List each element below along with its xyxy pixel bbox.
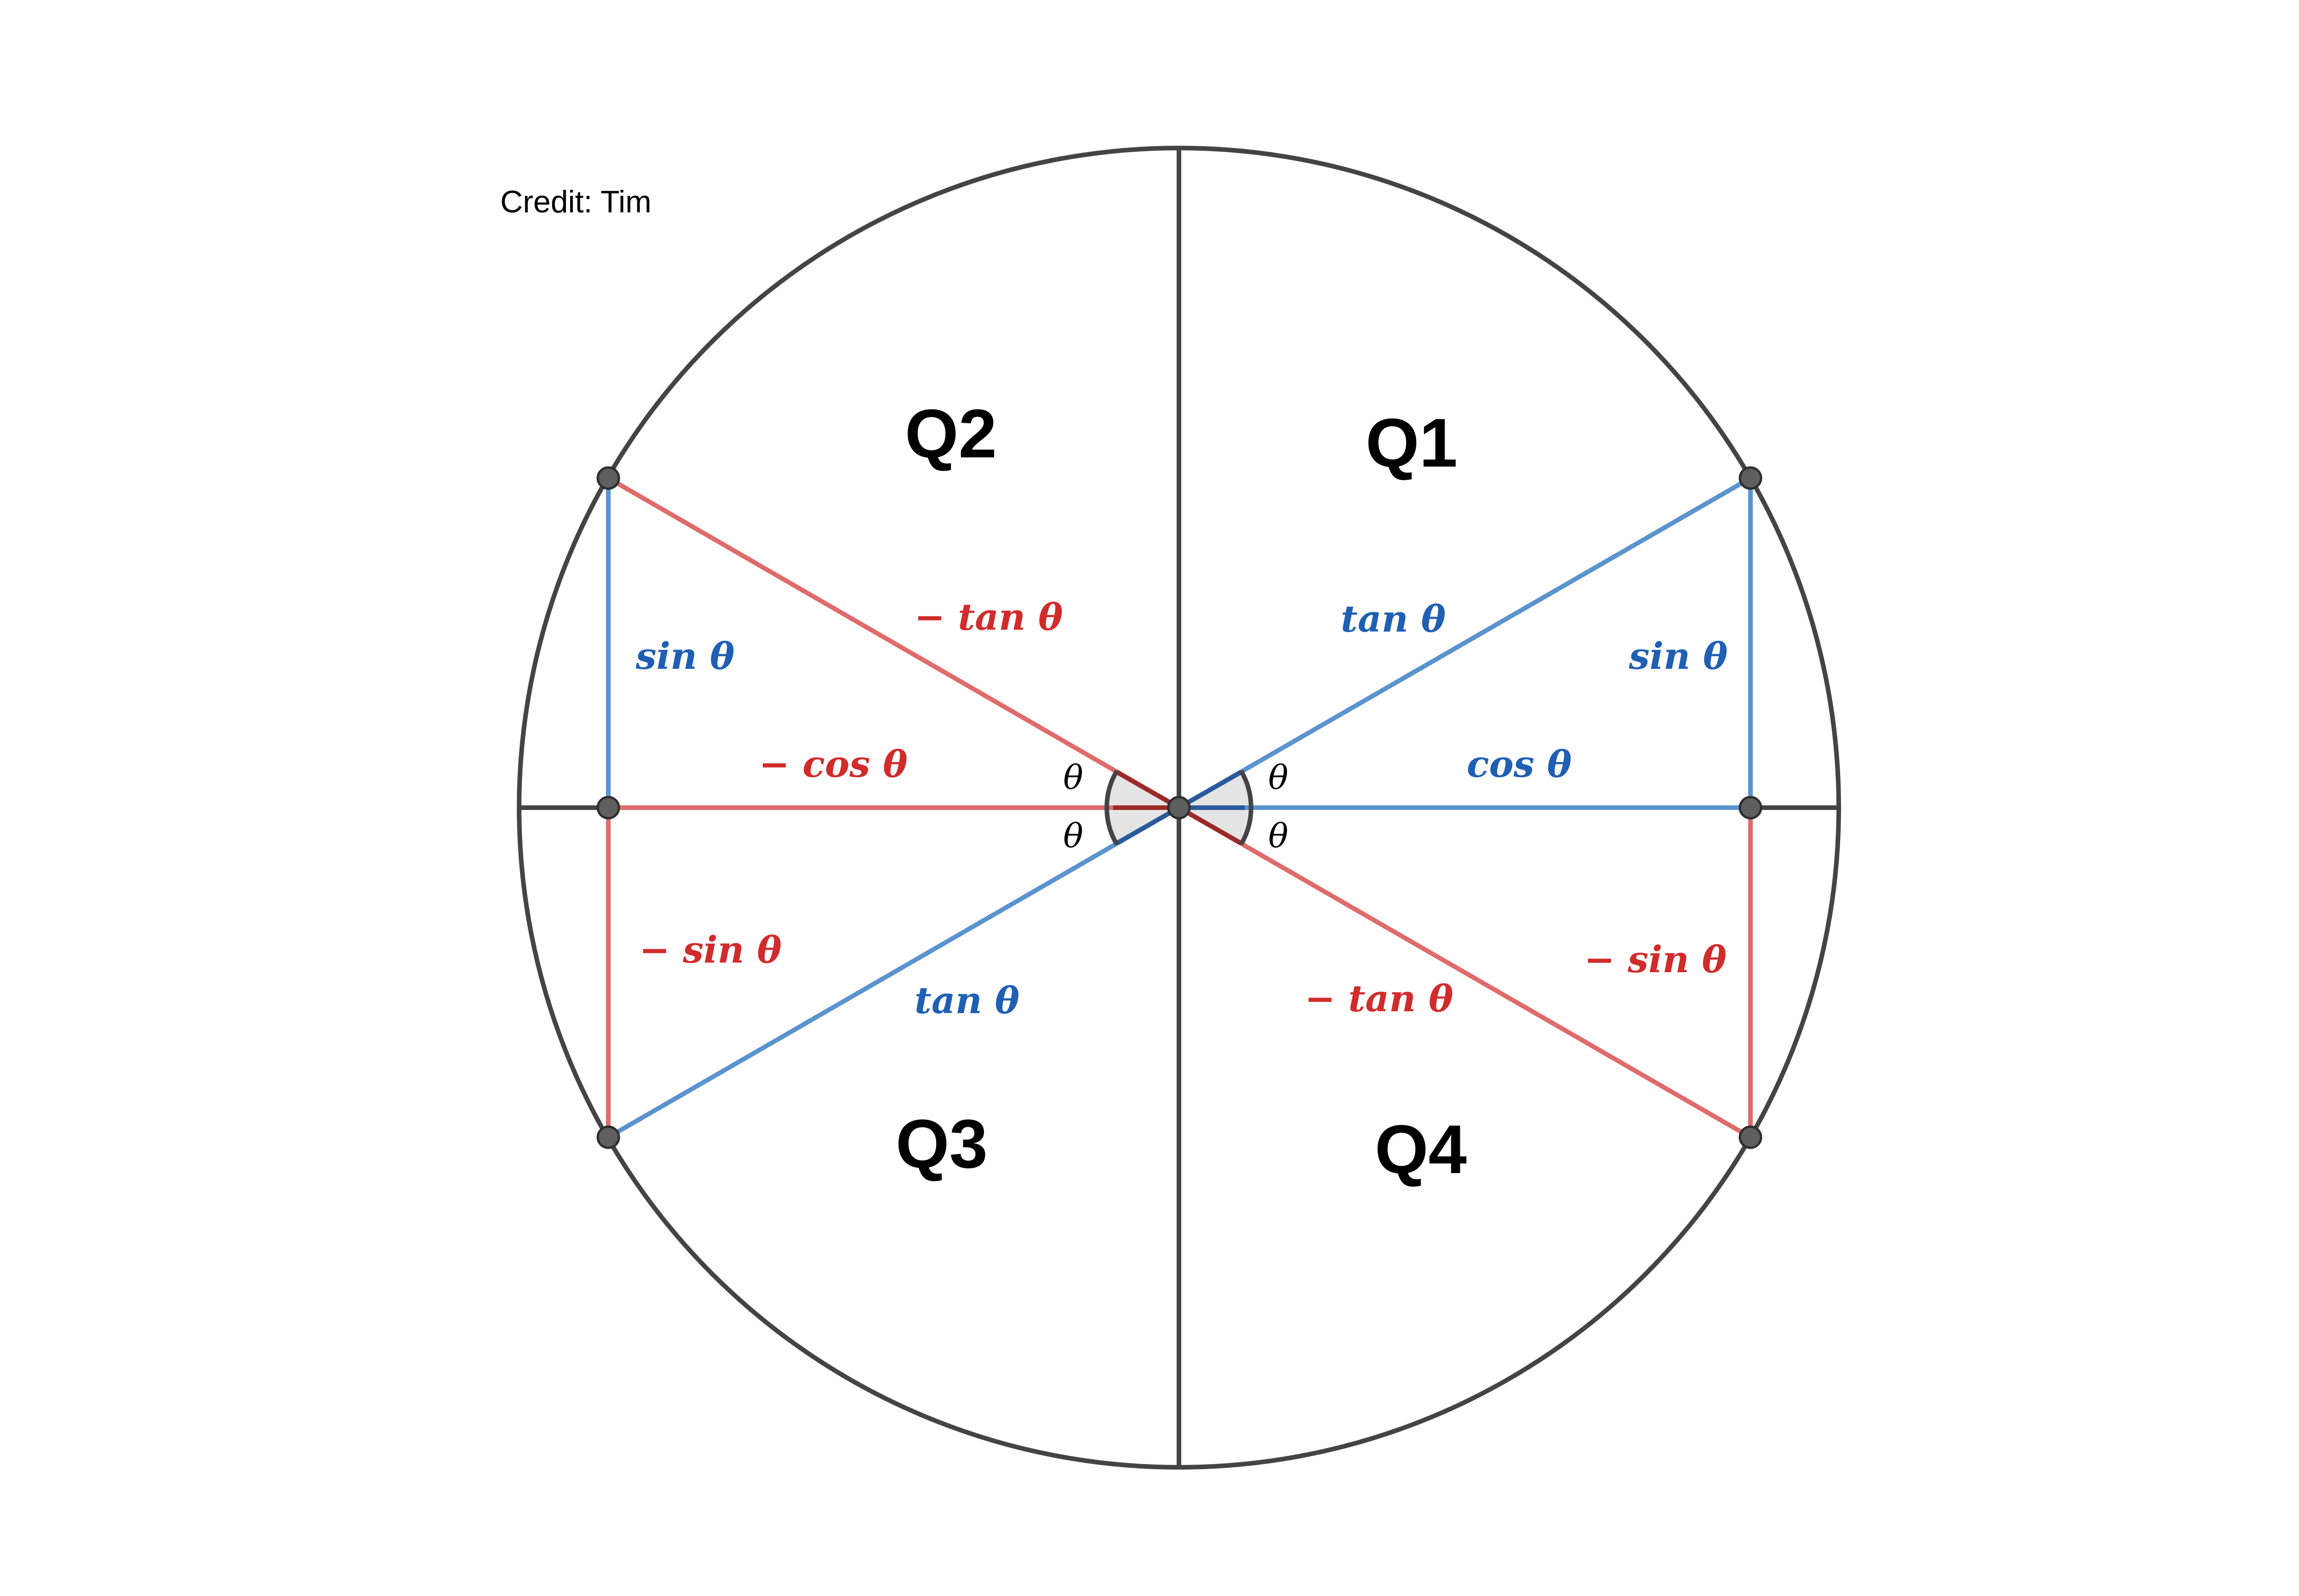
point-right-axis — [1739, 796, 1762, 820]
quadrant-label-q1: Q1 — [1366, 404, 1458, 481]
quadrant-label-q3: Q3 — [896, 1105, 988, 1182]
point-q4-circle — [1739, 1125, 1762, 1149]
label-q3-sin: − sin θ — [639, 928, 782, 971]
q1-tan-segment — [1178, 476, 1752, 810]
theta-label-upper-right: θ — [1268, 758, 1288, 797]
label-q4-tan: − tan θ — [1304, 977, 1453, 1020]
origin-dark-segment-q4 — [1178, 805, 1243, 846]
label-q2-sin: sin θ — [635, 634, 735, 678]
origin-dark-segment-q1 — [1178, 770, 1243, 810]
label-q1-tan: tan θ — [1341, 597, 1446, 640]
point-left-axis — [596, 796, 620, 820]
angle-arc-left — [1104, 770, 1119, 846]
theta-label-lower-left: θ — [1063, 816, 1083, 855]
point-q1-circle — [1739, 466, 1762, 490]
theta-label-upper-left: θ — [1063, 758, 1083, 797]
label-q1-sin: sin θ — [1629, 634, 1728, 678]
point-q3-circle — [596, 1125, 620, 1149]
q4-tan-segment — [1178, 805, 1752, 1140]
origin-dark-segment-q3 — [1115, 805, 1180, 846]
q3-tan-segment — [607, 805, 1180, 1140]
q2-tan-segment — [607, 476, 1180, 810]
label-q2-cos: − cos θ — [759, 742, 908, 786]
label-q3-tan: tan θ — [915, 979, 1020, 1022]
origin-dark-segment-q2 — [1115, 770, 1180, 810]
label-q1-cos: cos θ — [1467, 742, 1572, 786]
label-q4-sin: − sin θ — [1584, 938, 1727, 981]
theta-label-lower-right: θ — [1268, 816, 1288, 855]
quadrant-label-q4: Q4 — [1375, 1111, 1467, 1188]
label-q2-tan: − tan θ — [914, 595, 1063, 638]
point-q2-circle — [596, 466, 620, 490]
quadrant-label-q2: Q2 — [905, 395, 997, 472]
credit-text: Credit: Tim — [500, 184, 652, 219]
point-origin — [1167, 796, 1191, 820]
angle-arc-right — [1239, 770, 1253, 846]
